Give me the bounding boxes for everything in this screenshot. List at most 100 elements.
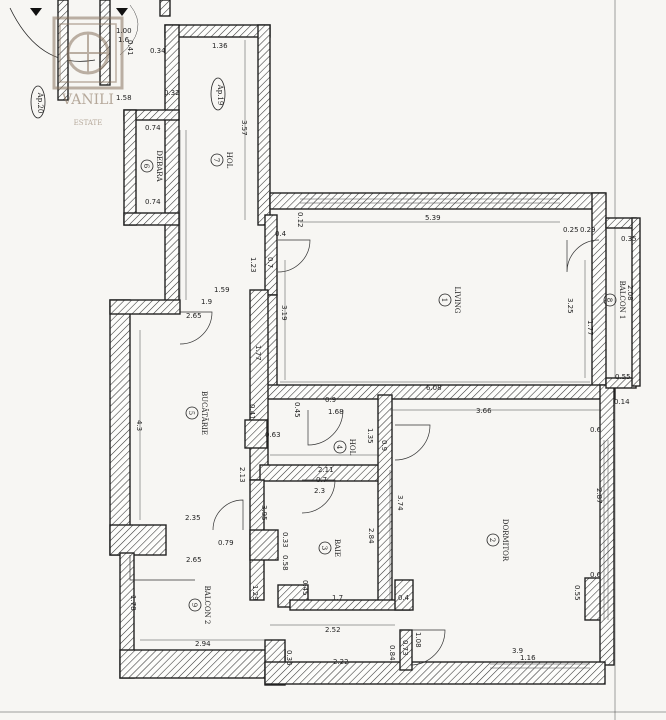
dim-label: 0.55 bbox=[615, 373, 631, 381]
dim-label: 3.57 bbox=[240, 120, 248, 136]
room-label-dormitor: DORMITOR 2 bbox=[486, 519, 509, 562]
dimension-labels: 1.00 1.6 0.34 1.36 0.41 1.58 0.32 0.74 0… bbox=[116, 27, 637, 666]
svg-text:3: 3 bbox=[320, 546, 328, 550]
dim-label: 6.08 bbox=[426, 384, 442, 392]
dim-label: 1.9 bbox=[201, 298, 212, 306]
svg-text:BAIE: BAIE bbox=[333, 539, 341, 557]
dim-label: 0.4 bbox=[398, 594, 410, 602]
ap19-tag bbox=[210, 77, 226, 111]
dim-label: 2.35 bbox=[185, 514, 201, 522]
svg-text:DORMITOR: DORMITOR bbox=[501, 519, 509, 562]
dim-label: 0.41 bbox=[248, 404, 256, 420]
dim-label: 2.94 bbox=[195, 640, 211, 648]
dim-label: 0.79 bbox=[218, 539, 234, 547]
svg-text:5: 5 bbox=[187, 411, 195, 415]
dim-label: 0.45 bbox=[301, 580, 309, 596]
dim-label: 0.14 bbox=[614, 398, 630, 406]
dim-label: 0.12 bbox=[296, 212, 304, 228]
dim-label: 1.36 bbox=[212, 42, 228, 50]
measure-lines bbox=[139, 40, 601, 641]
dim-label: 0.58 bbox=[281, 555, 289, 571]
dim-label: 0.74 bbox=[145, 124, 161, 132]
room-label-hol-7: HOL 7 bbox=[210, 152, 233, 169]
dim-label: 0.55 bbox=[573, 585, 581, 601]
svg-text:6: 6 bbox=[142, 164, 150, 169]
room-label-bucatarie: BUCĂTĂRIE 5 bbox=[185, 391, 209, 435]
dim-label: 1.6 bbox=[118, 36, 130, 44]
svg-text:7: 7 bbox=[212, 158, 220, 162]
ap19-label: Ap.19 bbox=[216, 84, 224, 106]
svg-text:LIVING: LIVING bbox=[453, 287, 461, 314]
dim-label: 2.65 bbox=[186, 556, 202, 564]
dim-label: 0.25 bbox=[563, 226, 579, 234]
dim-label: 2.84 bbox=[367, 528, 375, 544]
ap20-tag bbox=[30, 85, 46, 119]
svg-text:8: 8 bbox=[605, 298, 613, 302]
dim-label: 3.9 bbox=[512, 647, 523, 655]
dim-label: 1.77 bbox=[254, 345, 262, 361]
dim-label: 0.9 bbox=[380, 440, 388, 451]
watermark-subtext: ESTATE bbox=[74, 119, 103, 127]
svg-text:HOL: HOL bbox=[225, 152, 233, 169]
svg-text:BUCĂTĂRIE: BUCĂTĂRIE bbox=[200, 391, 209, 435]
dim-label: 1.77 bbox=[586, 320, 594, 336]
dim-label: 5.39 bbox=[425, 214, 441, 222]
dim-label: 2.08 bbox=[626, 285, 634, 301]
dim-label: 1.59 bbox=[214, 286, 230, 294]
dim-label: 3.66 bbox=[476, 407, 492, 415]
dim-label: 2.65 bbox=[186, 312, 202, 320]
room-label-balcon-1: BALCON 1 8 bbox=[603, 281, 626, 319]
watermark-text: VANILI bbox=[61, 92, 114, 108]
svg-text:HOL: HOL bbox=[348, 439, 356, 456]
svg-text:DEBARA: DEBARA bbox=[155, 150, 163, 182]
dim-label: 0.35 bbox=[285, 650, 293, 666]
dim-label: 2.11 bbox=[318, 466, 334, 474]
dim-label: 1.00 bbox=[116, 27, 132, 35]
dim-label: 2.52 bbox=[325, 626, 341, 634]
dim-label: 0.34 bbox=[150, 47, 166, 55]
dim-label: 3.95 bbox=[260, 505, 268, 521]
room-label-hol-4: HOL 4 bbox=[333, 439, 356, 456]
dim-label: 0.63 bbox=[265, 431, 281, 439]
dim-label: 0.7 bbox=[316, 476, 327, 484]
dim-label: 1.08 bbox=[414, 632, 422, 648]
dim-label: 0.6 bbox=[590, 571, 602, 579]
svg-text:4: 4 bbox=[335, 445, 343, 450]
dim-label: 0.4 bbox=[275, 230, 287, 238]
room-label-living: LIVING 1 bbox=[438, 287, 461, 314]
room-labels: LIVING 1 DORMITOR 2 BAIE 3 HOL 4 BUCĂTĂR… bbox=[36, 84, 626, 625]
dim-label: 0.6 bbox=[590, 426, 602, 434]
dim-label: 0.45 bbox=[293, 402, 301, 418]
dim-label: 0.74 bbox=[145, 198, 161, 206]
dim-label: 0.32 bbox=[164, 89, 180, 97]
dim-label: 2.3 bbox=[314, 487, 325, 495]
watermark-logo bbox=[52, 16, 124, 90]
doors bbox=[129, 239, 600, 666]
dim-label: 1.23 bbox=[249, 257, 257, 273]
windows bbox=[179, 130, 609, 669]
dim-label: 1.7 bbox=[332, 594, 343, 602]
room-label-debara: DEBARA 6 bbox=[140, 150, 163, 183]
svg-text:9: 9 bbox=[190, 603, 198, 607]
svg-text:1: 1 bbox=[440, 298, 448, 302]
dim-label: 0.29 bbox=[580, 226, 596, 234]
dim-label: 3.19 bbox=[280, 305, 288, 321]
dim-label: 2.13 bbox=[238, 467, 246, 483]
dim-label: 0.84 bbox=[388, 645, 396, 661]
dim-label: 1.29 bbox=[251, 585, 259, 601]
dim-label: 0.73 bbox=[401, 640, 409, 656]
dim-label: 0.35 bbox=[621, 235, 637, 243]
walls bbox=[109, 24, 641, 686]
dim-label: 2.87 bbox=[595, 488, 603, 504]
dim-label: 0.9 bbox=[325, 396, 336, 404]
dim-label: 1.78 bbox=[129, 595, 137, 611]
dim-label: 3.25 bbox=[566, 298, 574, 314]
ap20-label: Ap.20 bbox=[36, 92, 44, 114]
room-label-balcon-2: BALCON 2 9 bbox=[188, 586, 211, 625]
svg-text:BALCON 2: BALCON 2 bbox=[203, 586, 211, 625]
dim-label: 1.58 bbox=[116, 94, 132, 102]
dim-label: 2.22 bbox=[333, 658, 349, 666]
dim-label: 1.68 bbox=[328, 408, 344, 416]
dim-label: 0.33 bbox=[281, 532, 289, 548]
